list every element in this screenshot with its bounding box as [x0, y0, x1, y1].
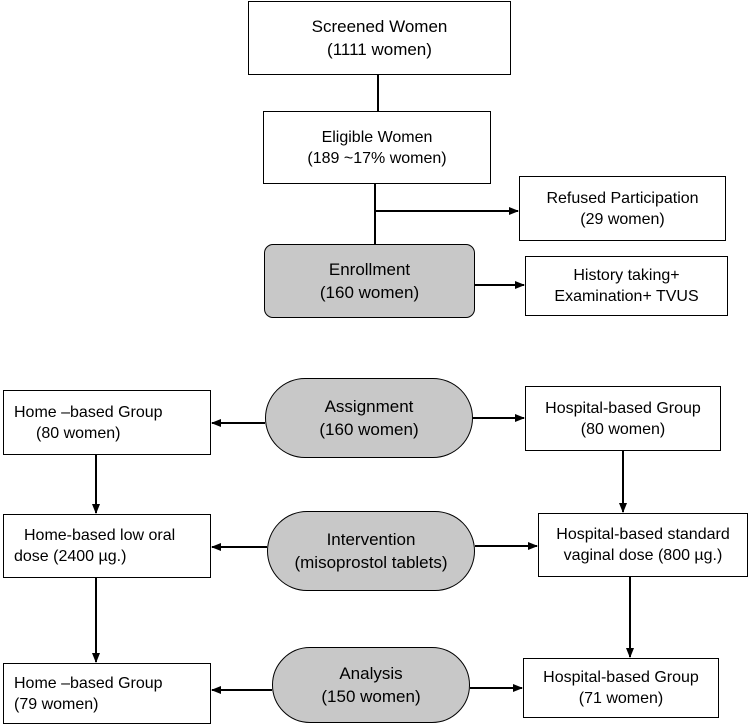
screened-women-box: Screened Women (1111 women): [248, 1, 511, 75]
assignment-pill: Assignment (160 women): [265, 378, 473, 458]
eligible-women-count: (189 ~17% women): [307, 149, 447, 167]
assignment-count: (160 women): [319, 420, 419, 439]
assignment-title: Assignment: [324, 397, 414, 416]
hospital-based-analysis-box: Hospital-based Group (71 women): [523, 658, 719, 718]
home-based-dose-box: Home-based low oral dose (2400 µg.): [3, 514, 211, 578]
hospital-based-dose-line1: Hospital-based standard: [556, 526, 730, 543]
home-based-group-box: Home –based Group (80 women): [3, 390, 211, 455]
intervention-pill: Intervention (misoprostol tablets): [267, 511, 475, 591]
hospital-based-analysis-count: (71 women): [578, 690, 664, 707]
screened-women-title: Screened Women: [311, 17, 448, 36]
hospital-based-group-title: Hospital-based Group: [545, 399, 701, 417]
intervention-detail: (misoprostol tablets): [294, 553, 448, 572]
home-based-dose-line1: Home-based low oral: [24, 527, 176, 544]
refused-participation-count: (29 women): [580, 210, 665, 228]
home-based-dose-line2: dose (2400 µg.): [14, 548, 127, 565]
history-taking-box: History taking+ Examination+ TVUS: [525, 256, 728, 316]
analysis-title: Analysis: [339, 664, 403, 683]
hospital-based-group-box: Hospital-based Group (80 women): [525, 386, 721, 451]
enrollment-count: (160 women): [319, 283, 420, 302]
analysis-pill: Analysis (150 women): [272, 647, 470, 723]
refused-participation-box: Refused Participation (29 women): [519, 176, 726, 241]
eligible-women-title: Eligible Women: [321, 128, 433, 146]
analysis-count: (150 women): [321, 687, 421, 706]
hospital-based-group-count: (80 women): [580, 420, 666, 438]
enrollment-title: Enrollment: [328, 260, 411, 279]
screened-women-count: (1111 women): [327, 40, 432, 59]
eligible-women-box: Eligible Women (189 ~17% women): [263, 111, 491, 184]
hospital-based-dose-line2: vaginal dose (800 µg.): [563, 547, 723, 564]
home-based-analysis-box: Home –based Group (79 women): [3, 663, 211, 724]
history-taking-line2: Examination+ TVUS: [554, 288, 699, 305]
home-based-analysis-title: Home –based Group: [14, 674, 163, 692]
home-based-group-count: (80 women): [36, 424, 121, 442]
home-based-analysis-count: (79 women): [14, 695, 99, 713]
refused-participation-title: Refused Participation: [546, 189, 699, 207]
enrollment-box: Enrollment (160 women): [264, 244, 475, 318]
intervention-title: Intervention: [326, 530, 416, 549]
hospital-based-analysis-title: Hospital-based Group: [543, 669, 699, 686]
history-taking-line1: History taking+: [573, 267, 680, 284]
home-based-group-title: Home –based Group: [14, 403, 163, 421]
hospital-based-dose-box: Hospital-based standard vaginal dose (80…: [538, 513, 748, 577]
